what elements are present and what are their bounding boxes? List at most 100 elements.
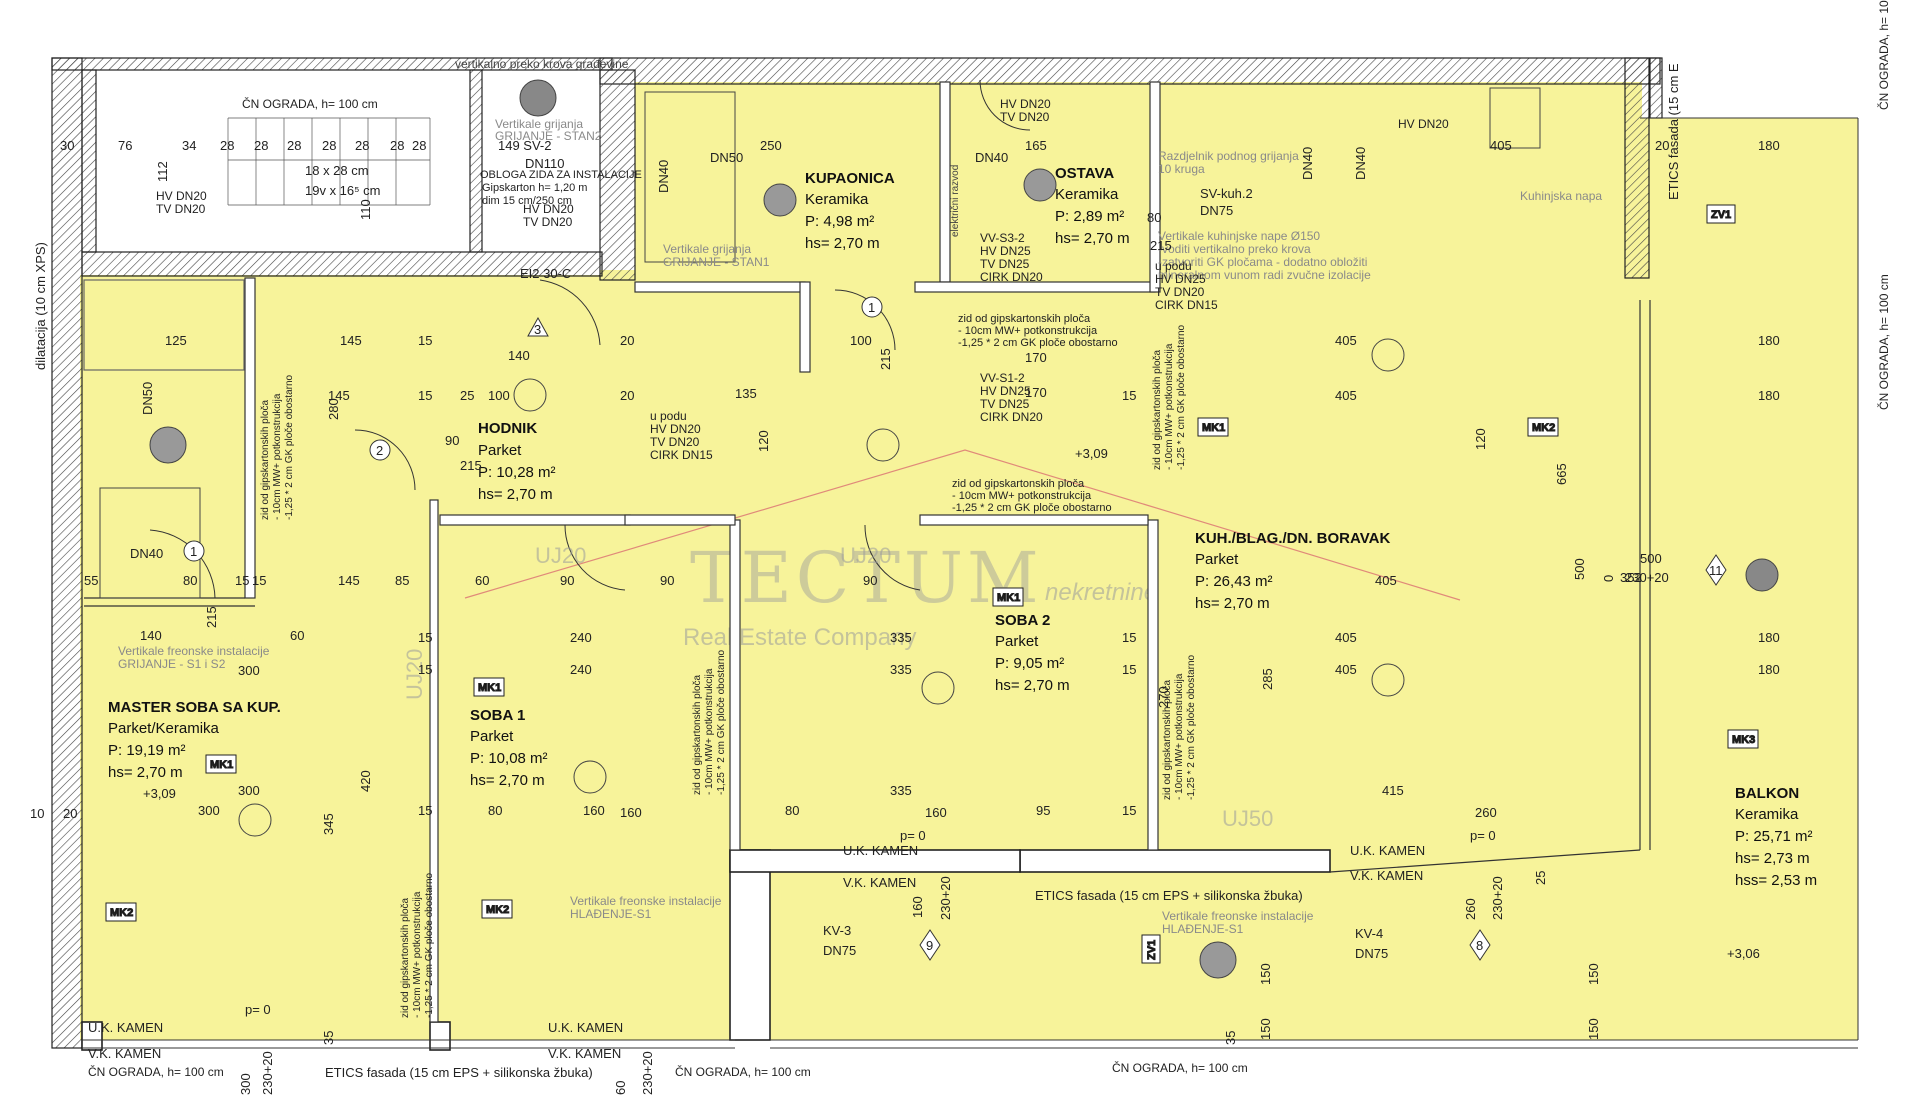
slab-p0: p= 0 — [245, 1002, 271, 1017]
kuh-napa: Kuhinjska napa — [1520, 189, 1602, 203]
marker: 9 — [926, 938, 933, 953]
dim: 30 — [60, 138, 74, 153]
pipe-hv: HV DN20 — [1398, 117, 1449, 131]
dim: 165 — [1025, 138, 1047, 153]
dim: 0 — [1601, 575, 1616, 582]
lintel-uj20: UJ20 — [535, 543, 586, 568]
pipe-dn40: DN40 — [1353, 147, 1368, 180]
tag-mk1: MK1 — [478, 682, 501, 694]
pipe-cirk: CIRK DN15 — [650, 448, 713, 462]
marker: 3 — [534, 322, 541, 337]
room-height: hs= 2,70 m — [995, 677, 1070, 694]
vk-kamen-label: V.K. KAMEN — [843, 875, 916, 890]
dim: 10 — [30, 806, 44, 821]
tag-mk1: MK1 — [1202, 422, 1225, 434]
zid-note: -1,25 * 2 cm GK ploče obostarno — [424, 872, 435, 1018]
watermark-tagline: Real Estate Company — [683, 624, 916, 651]
vk-kamen-label: V.K. KAMEN — [88, 1046, 161, 1061]
dim: 15 — [1122, 803, 1136, 818]
elektr-label: električni razvod — [950, 165, 961, 237]
vk-kamen-label: V.K. KAMEN — [1350, 868, 1423, 883]
dimensions: 30 76 34 28 28 28 28 28 28 28 180 180 18… — [30, 138, 1780, 1095]
pipe-dn40: DN40 — [1300, 147, 1315, 180]
pipe-hv: HV DN20 — [156, 189, 207, 203]
room-ostava: OSTAVA Keramika P: 2,89 m² hs= 2,70 m — [1055, 165, 1130, 247]
dim: 28 — [287, 138, 301, 153]
pipe-tv: TV DN20 — [1000, 110, 1050, 124]
zid-note: - 10cm MW+ potkonstrukcija — [1164, 343, 1175, 470]
hlad-s1: HLAĐENJE-S1 — [570, 907, 652, 921]
dim: 300 — [198, 803, 220, 818]
tag-mk1: MK1 — [210, 759, 233, 771]
dim: 300 — [238, 783, 260, 798]
zid-note: - 10cm MW+ potkonstrukcija — [412, 891, 423, 1018]
marker: 8 — [1476, 938, 1483, 953]
partition-notes: zid od gipskartonskih ploča - 10cm MW+ p… — [260, 313, 1197, 1018]
dim: 15 — [252, 573, 266, 588]
dim: 160 — [620, 805, 642, 820]
dim: 20 — [1655, 138, 1669, 153]
zid-note: zid od gipskartonskih ploča — [1152, 349, 1163, 470]
partitions — [83, 81, 1651, 1023]
dim: 80 — [785, 803, 799, 818]
dim: 15 — [418, 333, 432, 348]
exterior-labels: U.K. KAMEN V.K. KAMEN U.K. KAMEN V.K. KA… — [33, 0, 1891, 1080]
dim: 300 — [238, 663, 260, 678]
uk-kamen-label: U.K. KAMEN — [1350, 843, 1425, 858]
lintel-uj20: UJ20 — [840, 543, 891, 568]
zid-note: -1,25 * 2 cm GK ploče obostarno — [1186, 654, 1197, 800]
zid-note: -1,25 * 2 cm GK ploče obostarno — [716, 649, 727, 795]
dim: 25 — [460, 388, 474, 403]
dim: 90 — [863, 573, 877, 588]
napa-note: -voditi vertikalno preko krova — [1158, 242, 1311, 256]
room-height: hs= 2,70 m — [478, 486, 553, 503]
pipe-dn40: DN40 — [975, 150, 1008, 165]
dim: 150 — [1586, 1018, 1601, 1040]
slab-p0: p= 0 — [1470, 828, 1496, 843]
dim: 25 — [1533, 871, 1548, 885]
dim: 100 — [850, 333, 872, 348]
tag-mk2: MK2 — [1532, 422, 1555, 434]
dim: 28 — [412, 138, 426, 153]
dim: 335 — [890, 783, 912, 798]
dim: 120 — [756, 430, 771, 452]
room-floor: Parket/Keramika — [108, 720, 220, 737]
cn-ograda-label: ČN OGRADA, h= 100 cm — [88, 1064, 224, 1079]
dim: 405 — [1335, 630, 1357, 645]
dim: 112 — [155, 161, 170, 182]
dim: 335 — [890, 662, 912, 677]
fire-rating: EI2 30-C — [520, 266, 571, 281]
pipe-hv: HV DN25 — [1155, 272, 1206, 286]
shaft-dn110: DN110 — [525, 156, 565, 171]
obloga: Gipskarton h= 1,20 m — [482, 182, 587, 194]
dim: 180 — [1758, 388, 1780, 403]
dim: 15 — [1122, 662, 1136, 677]
pipe-tv: TV DN20 — [523, 215, 573, 229]
lintels: UJ20 UJ20 UJ20 UJ50 — [402, 543, 1273, 831]
watermark-brand: TECTUM — [690, 537, 1043, 619]
dim: 80 — [488, 803, 502, 818]
dim: 15 — [235, 573, 249, 588]
room-area: P: 19,19 m² — [108, 742, 186, 759]
dim: 145 — [338, 573, 360, 588]
room-height: hs= 2,70 m — [1195, 595, 1270, 612]
tag-mk2: MK2 — [486, 904, 509, 916]
dim: 15 — [1122, 630, 1136, 645]
room-name: HODNIK — [478, 420, 537, 437]
etics-side-label: ETICS fasada (15 cm E — [1666, 63, 1681, 200]
pipe-vv: VV-S3-2 — [980, 231, 1025, 245]
room-kuhinja: KUH./BLAG./DN. BORAVAK Parket P: 26,43 m… — [1195, 530, 1390, 612]
tag-mk2: MK2 — [110, 907, 133, 919]
fixtures — [99, 79, 1779, 979]
room-height: hs= 2,73 m — [1735, 850, 1810, 867]
dim: 405 — [1335, 388, 1357, 403]
dim: 345 — [321, 813, 336, 835]
room-soba2: SOBA 2 Parket P: 9,05 m² hs= 2,70 m — [995, 612, 1070, 694]
vertikalno-label: vertikalno preko krova građevine — [455, 57, 629, 71]
dim: 170 — [1025, 385, 1047, 400]
dim: 150 — [1258, 1018, 1273, 1040]
dim: 125 — [165, 333, 187, 348]
dim: 270 — [1156, 686, 1171, 708]
staircase — [227, 117, 431, 206]
dim: 160 — [910, 896, 925, 918]
